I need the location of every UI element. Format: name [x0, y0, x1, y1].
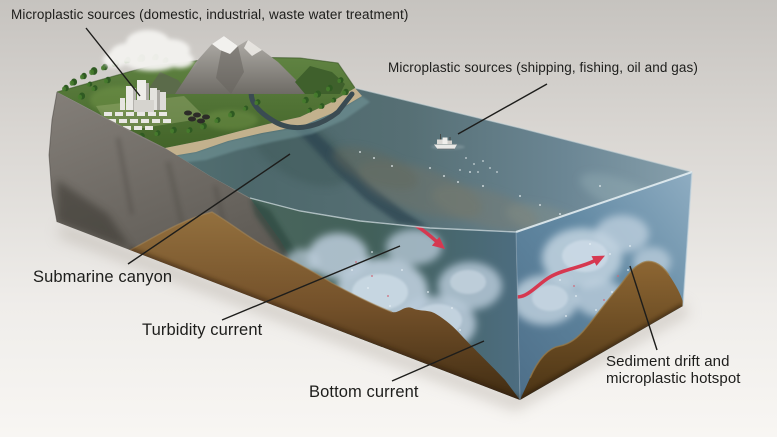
submarine-canyon-channel: [290, 118, 428, 227]
leader-sediment-drift: [629, 265, 658, 351]
microplastic-specks-right: [559, 243, 631, 317]
leader-source-land: [85, 27, 141, 97]
label-sediment-drift: Sediment drift and microplastic hotspot: [606, 353, 741, 388]
sediment-drift-mound: [520, 261, 683, 400]
treatment-tanks: [184, 110, 210, 124]
shallow-water-band: [172, 96, 370, 163]
leader-source-marine: [457, 83, 548, 135]
label-submarine-canyon: Submarine canyon: [33, 268, 173, 286]
leader-turbidity-current: [221, 245, 401, 321]
label-turbidity-current: Turbidity current: [142, 321, 263, 339]
label-source-marine: Microplastic sources (shipping, fishing,…: [388, 60, 698, 75]
city-buildings: [96, 80, 210, 133]
river: [248, 81, 355, 131]
fishing-ship: [431, 134, 465, 150]
cloud: [103, 30, 194, 71]
floating-debris: [459, 157, 498, 173]
leader-submarine-canyon: [127, 153, 291, 265]
land-block: [56, 30, 370, 163]
surface-debris-specks: [359, 151, 601, 215]
snow-cap: [212, 36, 238, 54]
label-source-land: Microplastic sources (domestic, industri…: [11, 7, 409, 22]
seafloor-sediment-front: [130, 212, 520, 400]
block-ground-shadow: [57, 223, 690, 411]
beach: [165, 88, 362, 156]
front-cross-section: [49, 92, 520, 400]
leader-bottom-current: [391, 340, 485, 382]
bottom-current-arrow: [516, 255, 605, 299]
label-bottom-current: Bottom current: [309, 383, 419, 401]
block-edges: [48, 87, 693, 401]
leader-lines: [85, 27, 658, 382]
right-cross-section: [516, 172, 692, 400]
